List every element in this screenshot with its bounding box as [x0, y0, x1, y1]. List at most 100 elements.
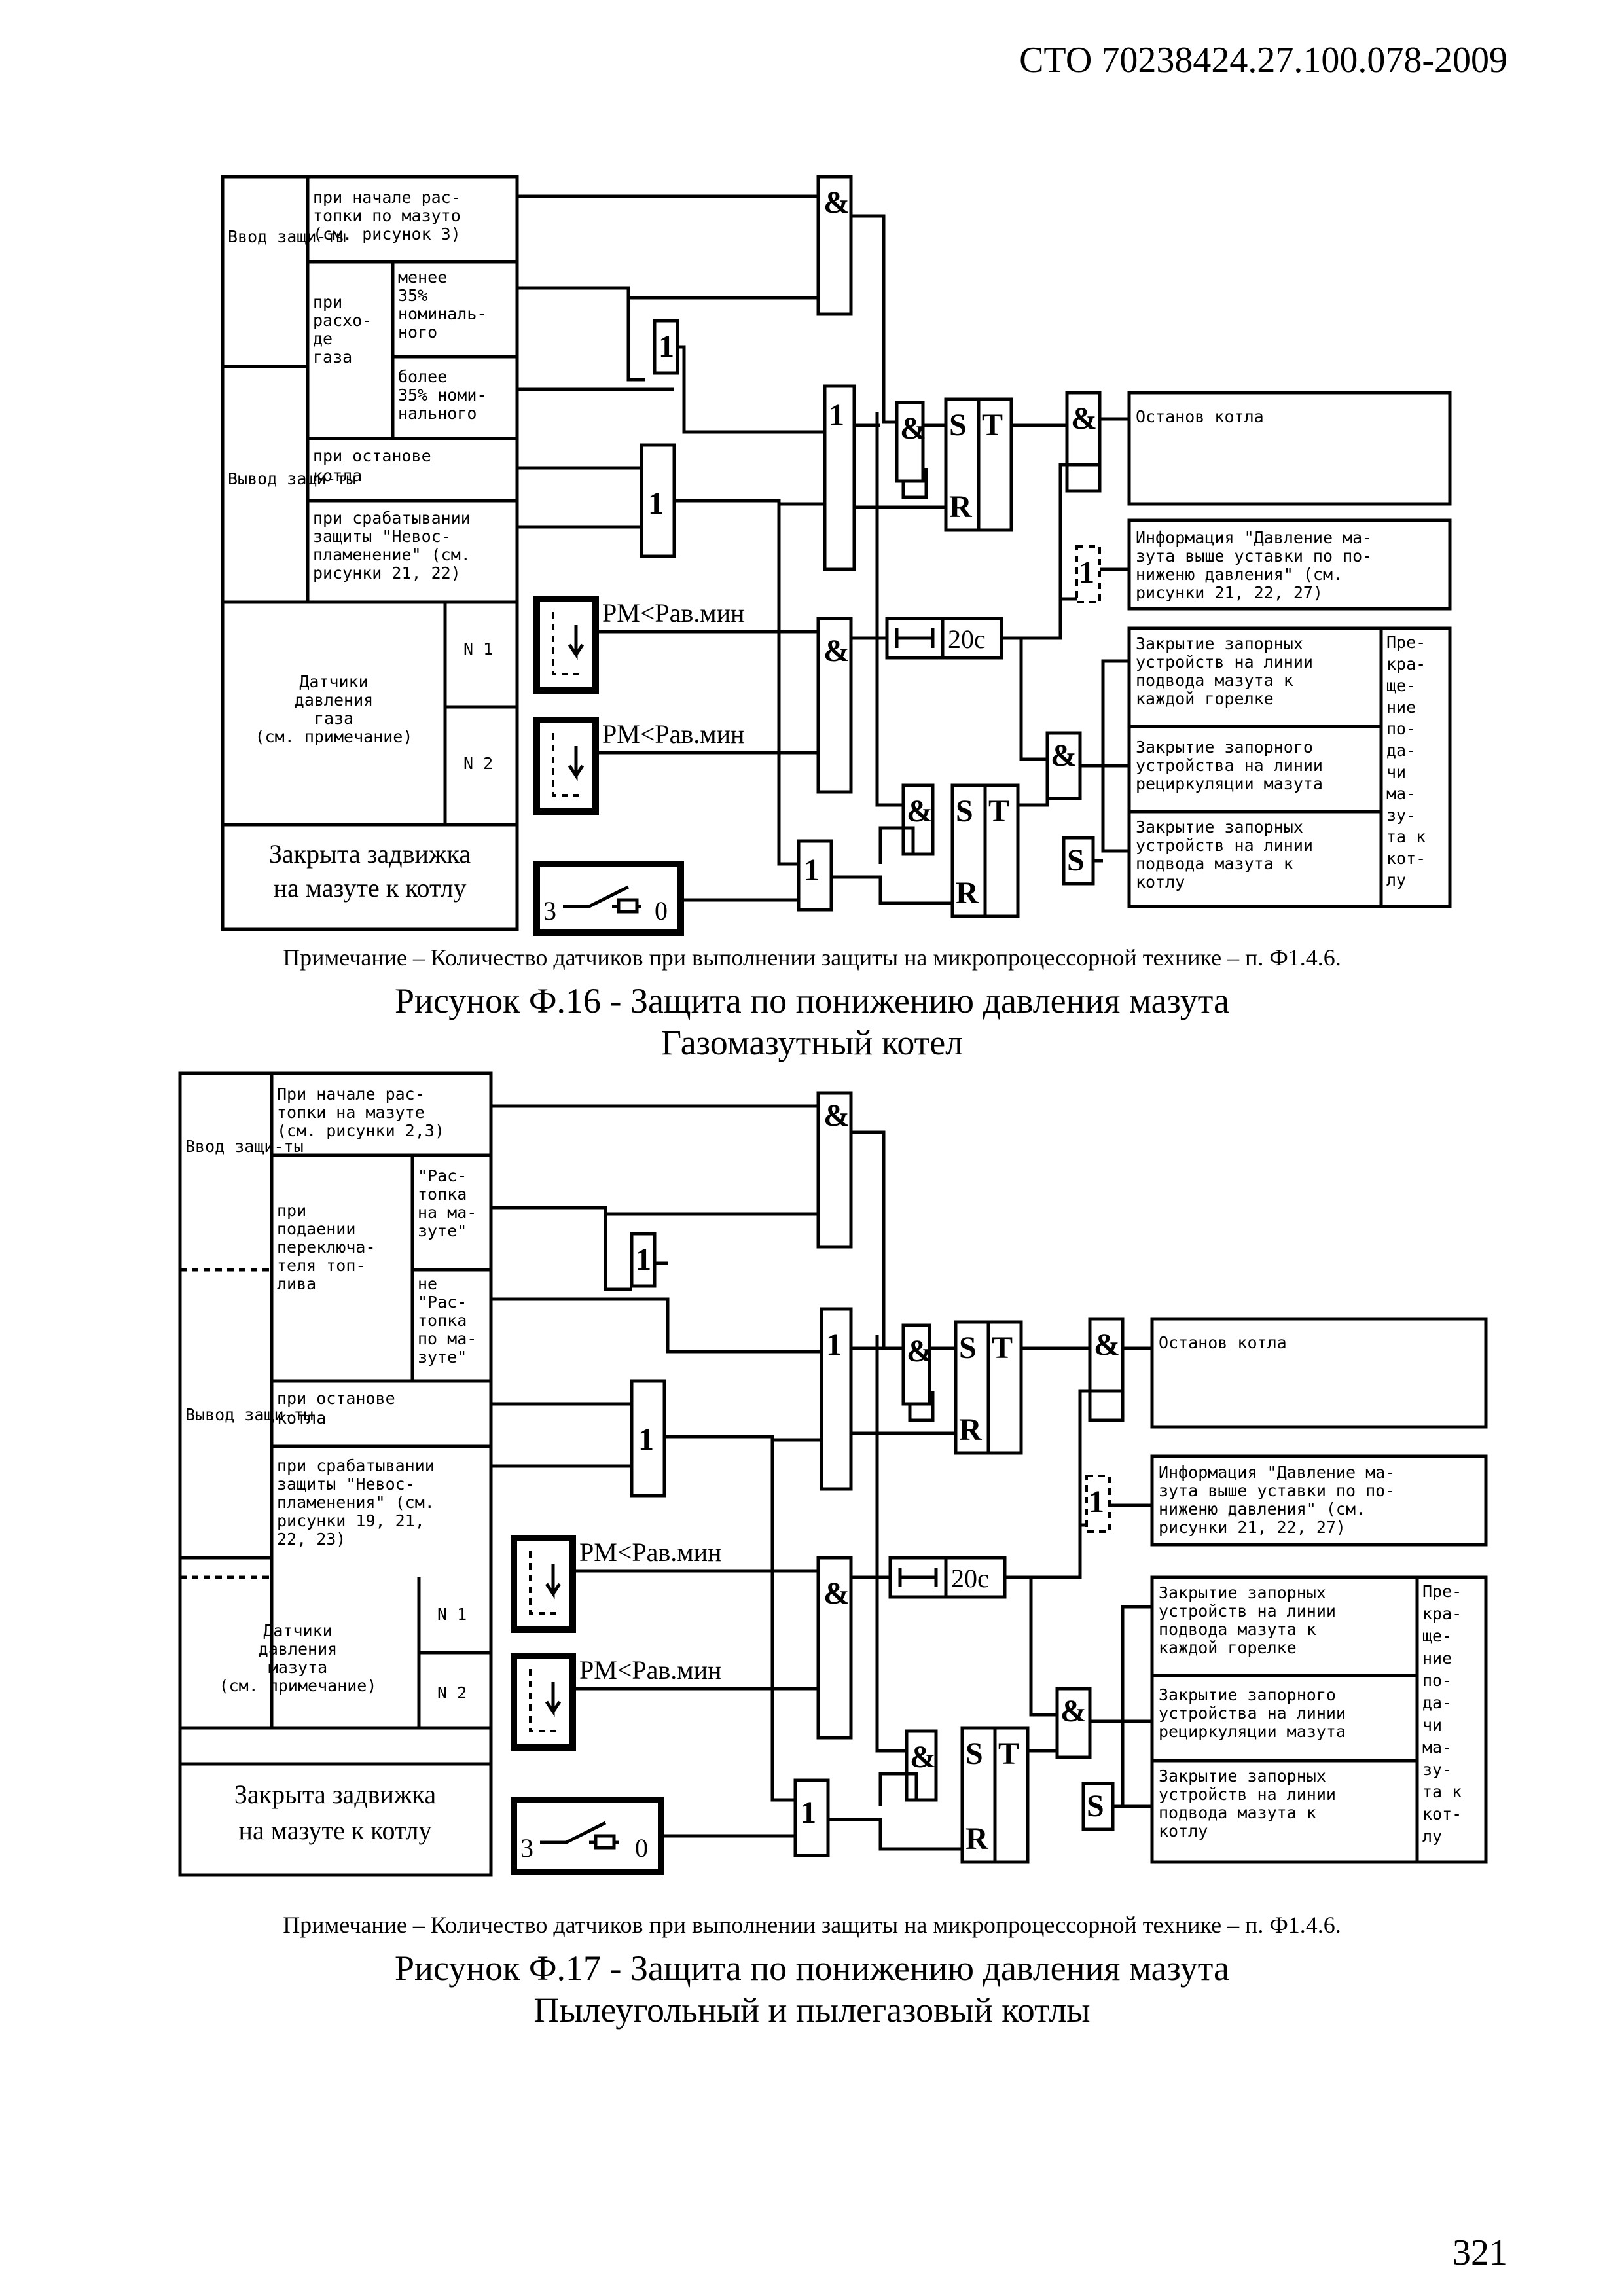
figure-17-caption: Рисунок Ф.17 - Защита по понижению давле… [395, 1948, 1229, 1988]
svg-text:Информация "Давление ма-: Информация "Давление ма- [1159, 1463, 1395, 1482]
svg-text:подвода мазута к: подвода мазута к [1136, 854, 1293, 873]
svg-text:та к: та к [1386, 827, 1426, 846]
svg-text:1: 1 [1089, 1484, 1104, 1519]
fuel-switch [511, 1797, 664, 1875]
or-gate-inverter [653, 319, 679, 375]
output-close1-text: Закрытие запорных устройств на линии под… [1159, 1583, 1336, 1657]
timer-label: 20с [948, 624, 986, 654]
svg-text:рисунки 21, 22, 27): рисунки 21, 22, 27) [1159, 1518, 1346, 1537]
switch-left-label: 3 [520, 1833, 533, 1863]
output-note-text: Пре- кра- ще- ние по- да- чи ма- зу- та … [1422, 1582, 1462, 1846]
svg-text:более: более [398, 367, 447, 386]
svg-text:при срабатывании: при срабатывании [277, 1456, 435, 1475]
svg-text:при: при [277, 1201, 306, 1220]
svg-text:Закрытие запорных: Закрытие запорных [1159, 1583, 1326, 1602]
svg-text:топки на мазуте: топки на мазуте [277, 1103, 425, 1122]
cond-gas-text: при расхо- де газа [313, 293, 372, 367]
output-info-text: Информация "Давление ма- зута выше устав… [1136, 528, 1372, 602]
pressure-label-2: PМ<Pав.мин [602, 719, 744, 749]
and-gate-loop-top [895, 401, 925, 483]
cond-less-text: менее 35% номиналь- ного [398, 268, 486, 342]
svg-text:&: & [1051, 738, 1077, 773]
svg-text:R: R [956, 876, 979, 910]
svg-text:каждой горелке: каждой горелке [1159, 1638, 1297, 1657]
svg-text:чи: чи [1386, 762, 1406, 781]
svg-text:&: & [910, 1740, 936, 1774]
or-gate-2 [823, 384, 856, 571]
and-gate-stop [1065, 391, 1102, 493]
svg-text:1: 1 [826, 1327, 842, 1362]
svg-text:лу: лу [1386, 870, 1406, 889]
svg-text:устройств на линии: устройств на линии [1159, 1785, 1336, 1804]
svg-text:"Рас-: "Рас- [418, 1166, 467, 1185]
pressure-sensor-2 [533, 717, 599, 815]
svg-text:ма-: ма- [1386, 784, 1416, 803]
and-gate-loop-top [901, 1323, 931, 1406]
svg-text:(см. рисунки 2,3): (см. рисунки 2,3) [277, 1121, 444, 1140]
svg-text:кот-: кот- [1386, 849, 1426, 868]
svg-text:устройств на линии: устройств на линии [1136, 653, 1313, 672]
svg-text:ниженю давления" (см.: ниженю давления" (см. [1136, 565, 1343, 584]
output-stop-text: Останов котла [1159, 1333, 1287, 1352]
svg-text:R: R [959, 1412, 983, 1447]
svg-text:&: & [1060, 1694, 1087, 1729]
output-info-box [1150, 1454, 1488, 1547]
sensors-text: Датчики давления газа (см. примечание) [255, 672, 413, 746]
svg-text:Информация "Давление ма-: Информация "Давление ма- [1136, 528, 1372, 547]
svg-text:ного: ного [398, 323, 437, 342]
svg-text:номиналь-: номиналь- [398, 304, 486, 323]
svg-text:При начале рас-: При начале рас- [277, 1085, 425, 1103]
svg-text:Закрыта задвижка: Закрыта задвижка [234, 1780, 436, 1809]
channel-2-label: N 2 [463, 754, 493, 773]
svg-text:теля топ-: теля топ- [277, 1256, 365, 1275]
output-close1-text: Закрытие запорных устройств на линии под… [1136, 634, 1313, 708]
svg-text:расхо-: расхо- [313, 311, 372, 330]
switch-right-label: 0 [655, 896, 668, 925]
svg-text:Закрытие запорного: Закрытие запорного [1159, 1685, 1336, 1704]
cond-start-text: при начале рас- топки по мазуто (см. рис… [313, 188, 461, 243]
svg-text:ниженю давления" (см.: ниженю давления" (см. [1159, 1499, 1365, 1518]
svg-text:котлу: котлу [1136, 872, 1185, 891]
svg-text:1: 1 [801, 1795, 816, 1830]
svg-text:на мазуте к котлу: на мазуте к котлу [274, 873, 467, 903]
svg-text:T: T [998, 1736, 1019, 1771]
cond-trip-text: при срабатывании защиты "Невос- пламенен… [313, 509, 471, 583]
svg-text:пламенения" (см.: пламенения" (см. [277, 1493, 435, 1512]
output-group-label: Вывод защи-ты [228, 469, 356, 488]
svg-text:1: 1 [1079, 555, 1094, 590]
svg-text:котлу: котлу [1159, 1821, 1208, 1840]
svg-text:при останове: при останове [313, 446, 431, 465]
output-stop-box [1150, 1317, 1488, 1429]
figure-17-diagram: Ввод защи-ты Вывод защи-ты При начале ра… [178, 1071, 1488, 1877]
cond-stop-text: при останове котла [313, 446, 431, 485]
svg-text:по-: по- [1422, 1671, 1452, 1690]
page-number: 321 [1453, 2233, 1507, 2273]
input-group-label: Ввод защи-ты [228, 227, 346, 246]
svg-text:Датчики: Датчики [299, 672, 368, 691]
figure-16-caption: Рисунок Ф.16 - Защита по понижению давле… [395, 981, 1229, 1020]
output-stop-text: Останов котла [1136, 407, 1264, 426]
svg-text:зуте": зуте" [418, 1221, 467, 1240]
svg-text:22, 23): 22, 23) [277, 1530, 346, 1549]
svg-text:зута выше уставки по по-: зута выше уставки по по- [1159, 1481, 1395, 1500]
svg-text:не: не [418, 1274, 437, 1293]
output-close-frame [1127, 626, 1452, 908]
or-gate-2 [820, 1307, 853, 1491]
svg-text:Датчики: Датчики [263, 1621, 332, 1640]
output-group-label: Вывод защи-ты [185, 1405, 314, 1424]
svg-text:1: 1 [829, 398, 844, 433]
svg-text:устройств на линии: устройств на линии [1159, 1602, 1336, 1621]
svg-text:де: де [313, 329, 333, 348]
and-gate-sensors [816, 1556, 853, 1740]
svg-text:"Рас-: "Рас- [418, 1293, 467, 1312]
svg-text:T: T [992, 1331, 1013, 1365]
svg-text:зуте": зуте" [418, 1348, 467, 1367]
document-code: СТО 70238424.27.100.078-2009 [1019, 40, 1507, 81]
svg-text:при: при [313, 293, 342, 312]
svg-text:35%: 35% [398, 286, 427, 305]
figure-16-subcaption: Газомазутный котел [660, 1023, 964, 1062]
output-note-text: Пре- кра- ще- ние по- да- чи ма- зу- та … [1386, 633, 1426, 889]
timer-label: 20с [951, 1564, 989, 1593]
figure-16-note: Примечание – Количество датчиков при вып… [283, 944, 1341, 971]
and-gate-1 [816, 1091, 853, 1249]
